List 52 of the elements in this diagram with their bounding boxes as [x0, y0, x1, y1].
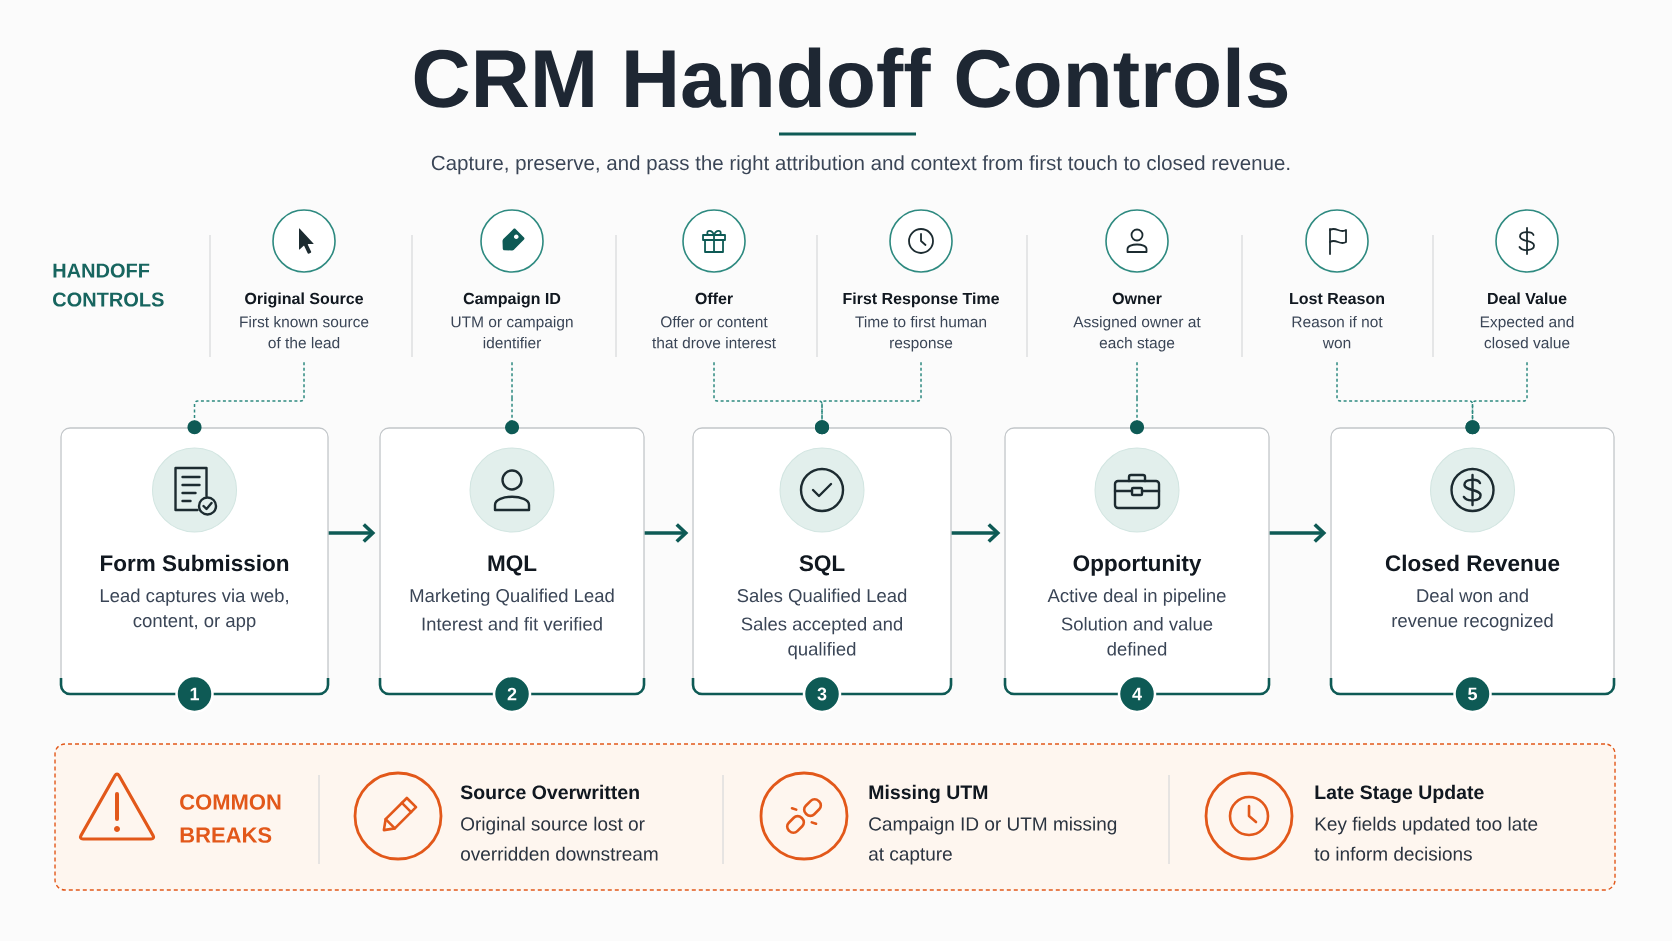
title: CRM Handoff Controls: [414, 47, 1288, 108]
connector: [328, 523, 376, 543]
control-title: Lost Reason: [1290, 293, 1384, 305]
connector: [1130, 361, 1144, 435]
stage-description: Lead captures via web, content, or app: [100, 588, 288, 631]
control-description: Time to first human response: [855, 315, 986, 352]
connector: [1269, 523, 1327, 543]
control-title: Campaign ID: [463, 292, 561, 308]
breaks-panel: [54, 743, 1616, 891]
issue-description: Campaign ID or UTM missing at capture: [869, 816, 1117, 865]
control-description: Assigned owner at each stage: [1073, 315, 1201, 352]
connector: [951, 523, 1001, 543]
step-badge: 2: [492, 674, 532, 714]
control-description: First known source of the lead: [240, 315, 369, 349]
issue-title: Missing UTM: [869, 784, 988, 804]
step-badge: 3: [802, 674, 842, 714]
section-heading: COMMON BREAKS: [180, 794, 281, 843]
stage-description: Sales Qualified Lead: [737, 588, 907, 606]
section-heading: HANDOFF CONTROLS: [53, 263, 164, 307]
stage-description: Interest and fit verified: [422, 617, 602, 631]
control-title: First Response Time: [843, 292, 999, 308]
step-badge: 5: [1453, 674, 1492, 714]
issue-description: Original source lost or overridden downstream: [461, 816, 658, 861]
stage-description: Solution and value defined: [1061, 617, 1213, 656]
control-title: Offer: [695, 292, 733, 305]
control-description: Offer or content that drove interest: [652, 316, 776, 349]
stage-description: Sales accepted and qualified: [741, 617, 903, 660]
control-title: Original Source: [245, 292, 363, 308]
issue-title: Source Overwritten: [460, 784, 639, 800]
stage-title: MQL: [488, 555, 537, 576]
control-title: Deal Value: [1488, 292, 1567, 305]
control-description: Reason if not won: [1292, 315, 1383, 349]
connector: [644, 523, 689, 543]
step-badge: 4: [1117, 674, 1157, 714]
control-description: Expected and closed value: [1480, 315, 1574, 349]
issue-description: Key fields updated too late to inform decisions: [1314, 816, 1538, 861]
stage-description: Marketing Qualified Lead: [410, 588, 614, 606]
stage-description: Active deal in pipeline: [1047, 588, 1226, 606]
connector: [1465, 361, 1528, 435]
stage-description: Deal won and revenue recognized: [1392, 588, 1553, 631]
subtitle: Capture, preserve, and pass the right attribution and context from first touch to closed revenue.: [431, 155, 1290, 175]
stage-title: SQL: [799, 555, 845, 576]
control-description: UTM or campaign identifier: [451, 315, 573, 349]
stage-title: Form Submission: [101, 554, 289, 572]
issue-title: Late Stage Update: [1315, 784, 1484, 804]
stage-title: Opportunity: [1073, 554, 1202, 576]
connector: [815, 361, 922, 435]
connector: [505, 361, 519, 435]
stage-title: Closed Revenue: [1385, 554, 1560, 572]
connector: [187, 361, 305, 435]
step-badge: 1: [175, 674, 214, 714]
control-title: Owner: [1112, 292, 1162, 305]
